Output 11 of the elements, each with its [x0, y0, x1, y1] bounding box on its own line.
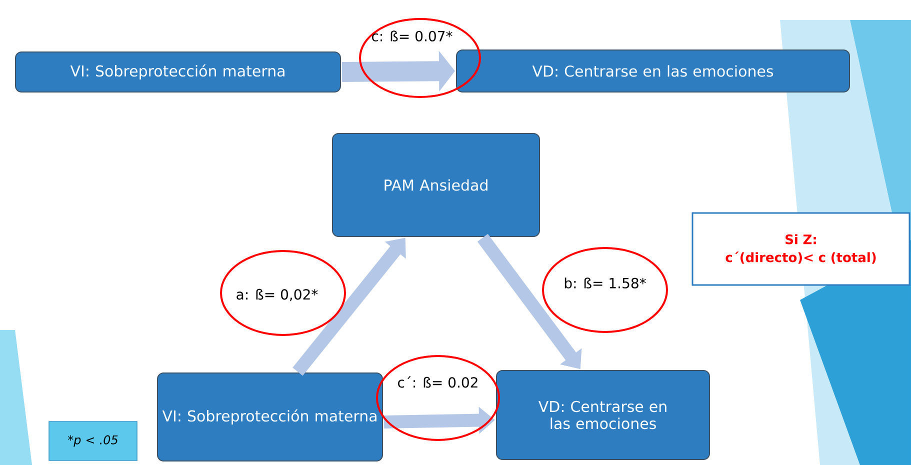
edge-label: c: ß= 0.07*	[359, 18, 481, 98]
process-box: PAM Ansiedad	[332, 133, 540, 237]
process-box: VD: Centrarse en las emociones	[456, 50, 850, 92]
process-box: VI: Sobreprotección materna	[15, 52, 341, 92]
edge-label: a: ß= 0,02*	[220, 250, 346, 336]
edge-label: b: ß= 1.58*	[542, 247, 668, 333]
edge-label: c´: ß= 0.02	[376, 355, 500, 441]
note-box: Si Z: c´(directo)< c (total)	[692, 212, 910, 286]
process-box: VI: Sobreprotección materna	[157, 372, 383, 462]
process-box: VD: Centrarse en las emociones	[496, 370, 710, 460]
significance-box: *p < .05	[48, 421, 138, 461]
